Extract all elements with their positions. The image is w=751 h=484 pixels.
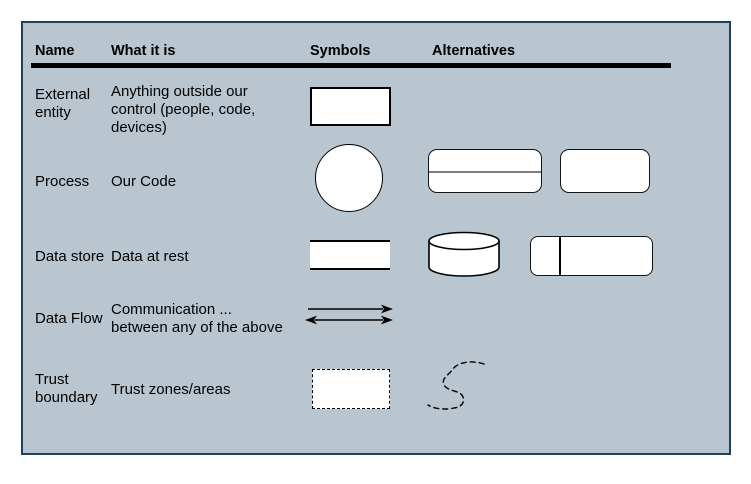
vertical-divider-line xyxy=(559,237,561,275)
column-header-alternatives: Alternatives xyxy=(432,43,516,59)
data-flow-arrows-icon xyxy=(305,304,393,325)
trust-boundary-dashed-rectangle-symbol xyxy=(312,369,390,409)
data-store-parallel-lines-symbol xyxy=(310,240,390,270)
row-data-flow-name: Data Flow xyxy=(35,310,103,327)
row-external-entity-description: Anything outside our control (people, co… xyxy=(111,83,256,136)
row-data-store-name: Data store xyxy=(35,248,105,265)
trust-boundary-dashed-curve-icon xyxy=(427,361,485,410)
row-trust-boundary-description: Trust zones/areas xyxy=(111,381,231,398)
column-header-name: Name xyxy=(35,43,75,59)
row-external-entity-name: External entity xyxy=(35,86,91,121)
external-entity-rectangle-symbol xyxy=(310,87,391,126)
column-header-what-it-is: What it is xyxy=(111,43,176,59)
header-underline-rule xyxy=(31,63,671,68)
horizontal-divider-line xyxy=(429,171,541,173)
row-data-flow-description: Communication ... between any of the abo… xyxy=(111,301,283,336)
row-process-name: Process xyxy=(35,173,90,190)
row-trust-boundary-name: Trust boundary xyxy=(35,371,98,406)
database-cylinder-icon xyxy=(428,231,500,277)
process-circle-symbol xyxy=(315,144,383,212)
column-header-symbols: Symbols xyxy=(310,43,371,59)
data-store-alt-rounded-rect-with-vertical-divider xyxy=(530,236,653,276)
row-data-store-description: Data at rest xyxy=(111,248,189,265)
row-process-description: Our Code xyxy=(111,173,177,190)
process-alt-rounded-rect-with-divider xyxy=(428,149,542,193)
process-alt-rounded-rect xyxy=(560,149,650,193)
